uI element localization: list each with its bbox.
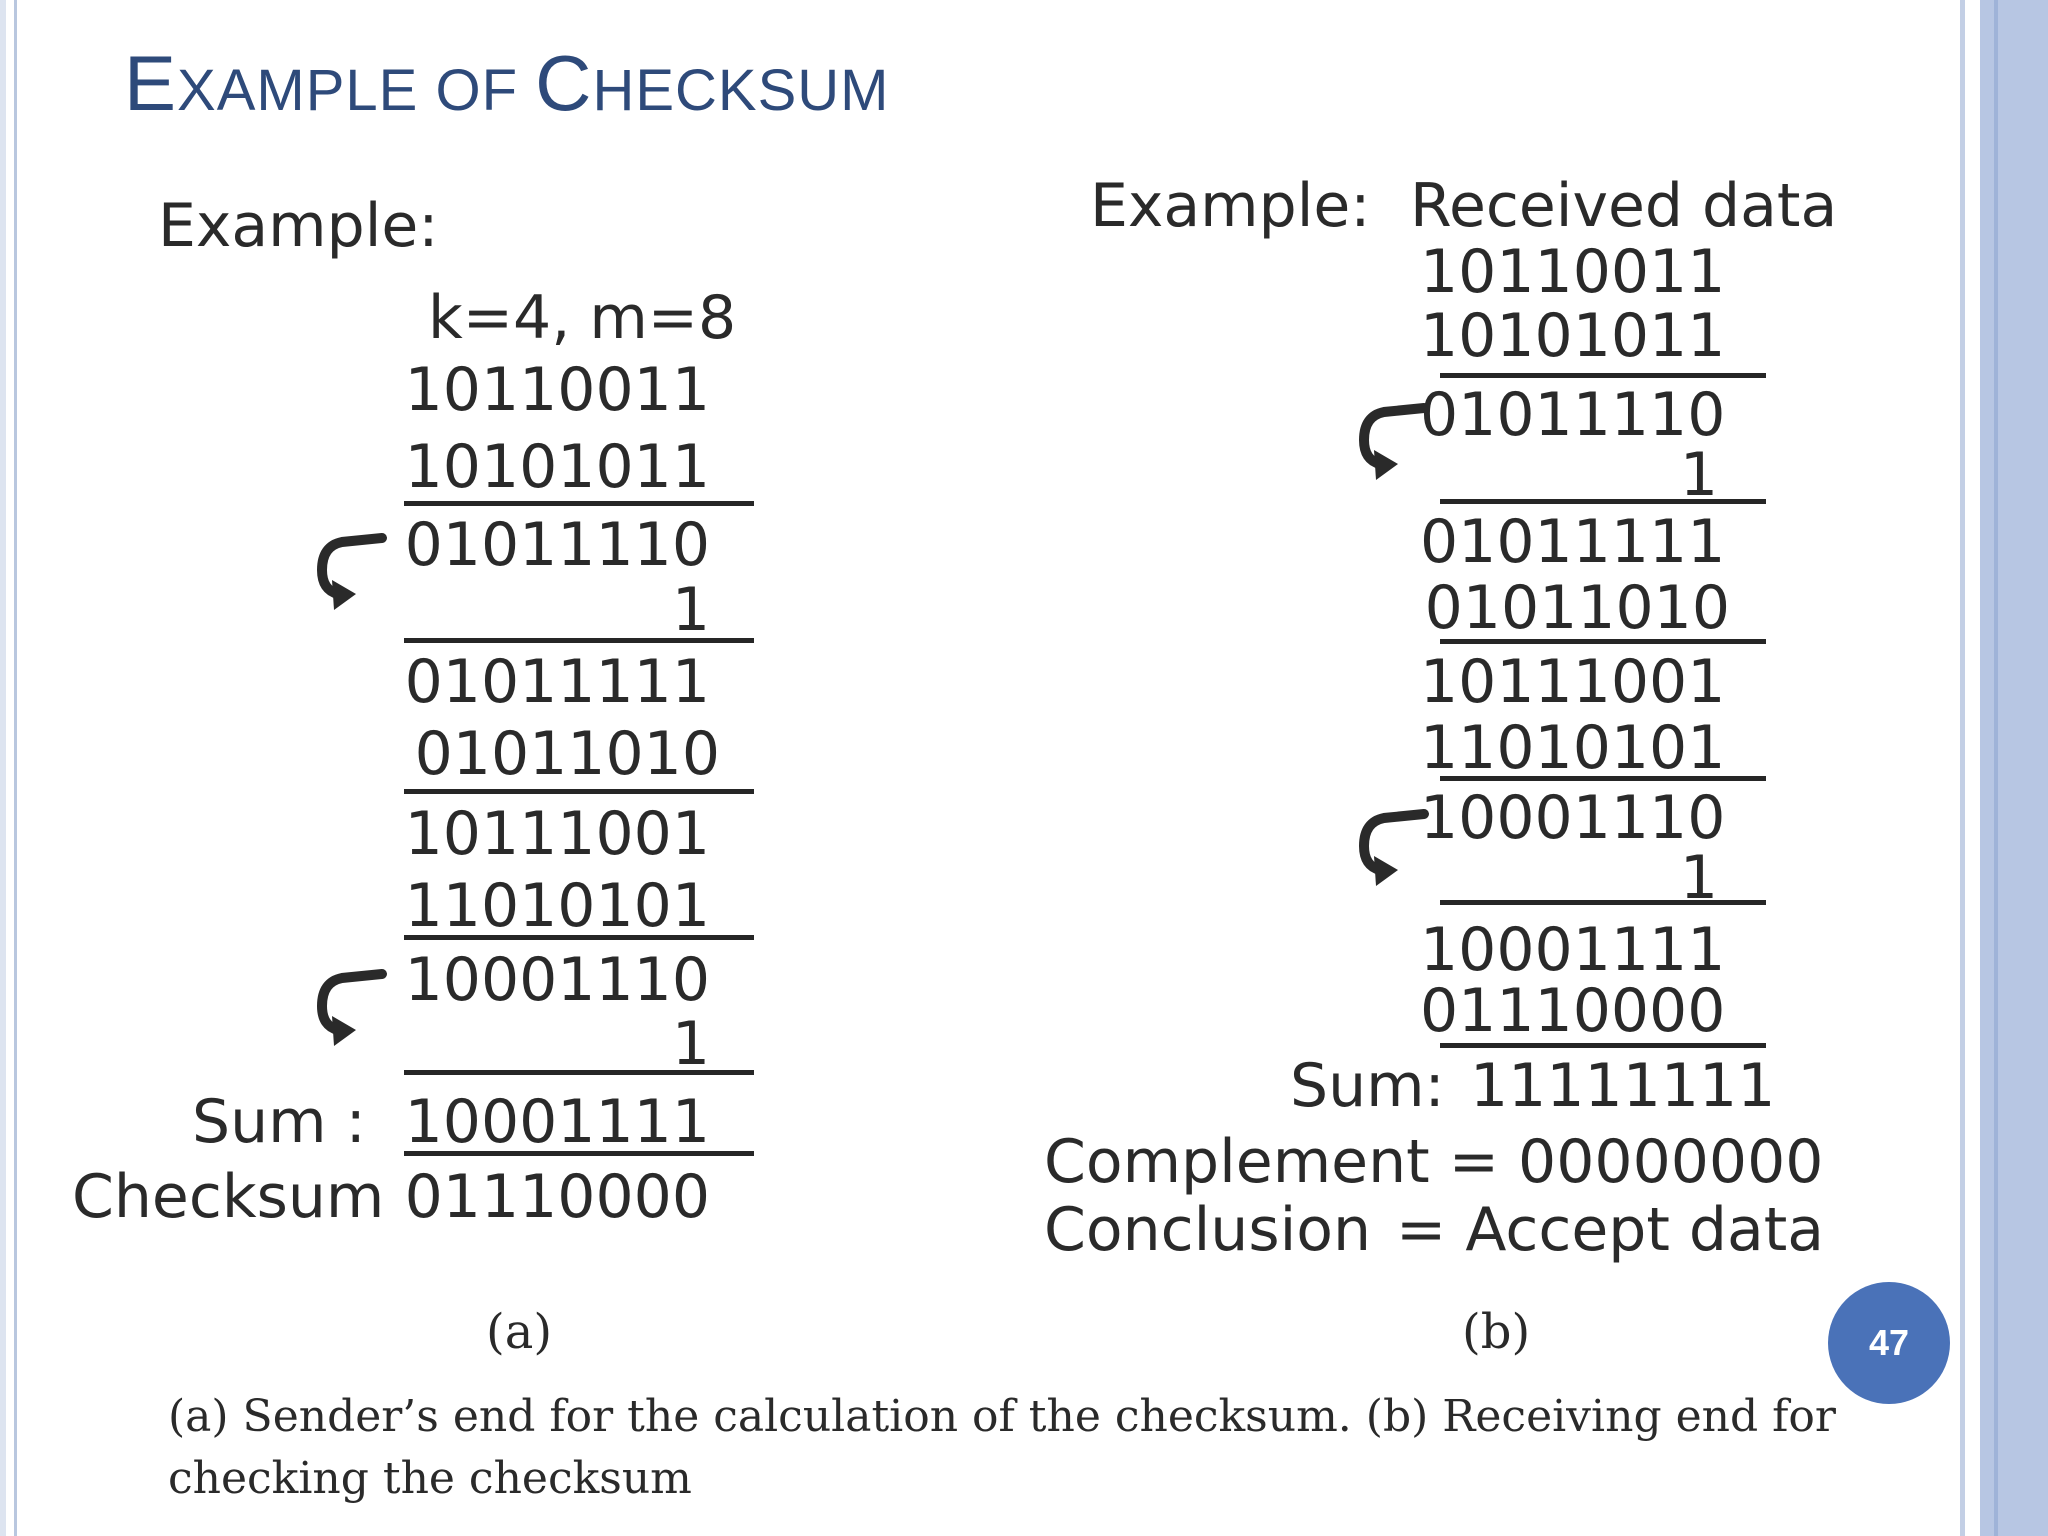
sum-rule xyxy=(404,638,754,643)
title-initial-1: E xyxy=(124,39,178,127)
receiver-word: 11010101 xyxy=(1420,713,1726,783)
receiver-sum-value: 11111111 xyxy=(1470,1051,1776,1121)
receiver-word: 10001110 xyxy=(1420,783,1726,853)
sender-word: 10001110 xyxy=(404,945,710,1015)
receiver-word: 10101011 xyxy=(1420,301,1726,371)
sender-carry: 1 xyxy=(671,575,710,645)
slide-title: EXAMPLE OF CHECKSUM xyxy=(124,38,890,129)
sum-rule xyxy=(404,501,754,506)
sum-rule xyxy=(1440,373,1766,378)
receiver-word: 01011110 xyxy=(1420,380,1726,450)
receiver-carry: 1 xyxy=(1679,440,1718,510)
sum-rule xyxy=(1440,776,1766,781)
receiver-word: 01011111 xyxy=(1420,507,1726,577)
sum-rule xyxy=(404,1070,754,1075)
sum-rule xyxy=(1440,900,1766,905)
sender-word: 01011010 xyxy=(414,719,720,789)
page-number-badge: 47 xyxy=(1828,1282,1950,1404)
title-part-2: HECKSUM xyxy=(592,58,890,123)
frame-stripe-right xyxy=(1994,0,1998,1536)
sender-word: 10111001 xyxy=(404,799,710,869)
receiver-word: 01110000 xyxy=(1420,976,1726,1046)
receiver-word: 10111001 xyxy=(1420,647,1726,717)
sender-word: 01011111 xyxy=(404,647,710,717)
sender-params: k=4, m=8 xyxy=(428,283,737,353)
receiver-sum-label: Sum: xyxy=(1290,1051,1445,1121)
sum-rule xyxy=(1440,639,1766,644)
receiver-complement: Complement = 00000000 xyxy=(1044,1127,1824,1197)
panel-label-b: (b) xyxy=(1462,1304,1531,1360)
receiver-word: 10110011 xyxy=(1420,237,1726,307)
sender-checksum-value: 01110000 xyxy=(404,1162,710,1232)
panel-label-a: (a) xyxy=(486,1304,553,1360)
receiver-conclusion-value: = Accept data xyxy=(1396,1195,1825,1265)
sender-word: 01011110 xyxy=(404,510,710,580)
carry-arrow-icon xyxy=(1358,403,1429,480)
title-part-1: XAMPLE OF xyxy=(177,58,536,123)
receiver-conclusion-label: Conclusion xyxy=(1044,1195,1371,1265)
receiver-heading: Example: xyxy=(1090,171,1371,241)
figure-caption-line-2: checking the checksum xyxy=(168,1453,692,1504)
sum-rule xyxy=(1440,499,1766,504)
sum-rule xyxy=(404,935,754,940)
sum-rule xyxy=(404,789,754,794)
receiver-subheading: Received data xyxy=(1410,171,1838,241)
sender-checksum-label: Checksum xyxy=(72,1162,385,1232)
title-initial-2: C xyxy=(535,39,593,127)
receiver-word: 10001111 xyxy=(1420,915,1726,985)
frame-edge-left xyxy=(0,0,6,1536)
sender-sum-value: 10001111 xyxy=(404,1087,710,1157)
sum-rule xyxy=(404,1151,754,1156)
sender-word: 11010101 xyxy=(404,871,710,941)
receiver-word: 01011010 xyxy=(1424,573,1730,643)
figure-caption-line-1: (a) Sender’s end for the calculation of … xyxy=(168,1391,1836,1442)
frame-band-right xyxy=(1980,0,2048,1536)
frame-gap-right xyxy=(1970,0,1980,1536)
sender-word: 10110011 xyxy=(404,355,710,425)
sender-sum-label: Sum : xyxy=(192,1087,366,1157)
receiver-carry: 1 xyxy=(1679,843,1718,913)
sender-heading: Example: xyxy=(158,191,439,261)
carry-arrow-icon xyxy=(316,969,387,1046)
frame-line-left xyxy=(14,0,17,1536)
frame-line-right xyxy=(1960,0,1965,1536)
sender-carry: 1 xyxy=(671,1009,710,1079)
sum-rule xyxy=(1440,1043,1766,1048)
sender-word: 10101011 xyxy=(404,432,710,502)
carry-arrow-icon xyxy=(316,533,387,610)
carry-arrow-icon xyxy=(1358,809,1429,886)
